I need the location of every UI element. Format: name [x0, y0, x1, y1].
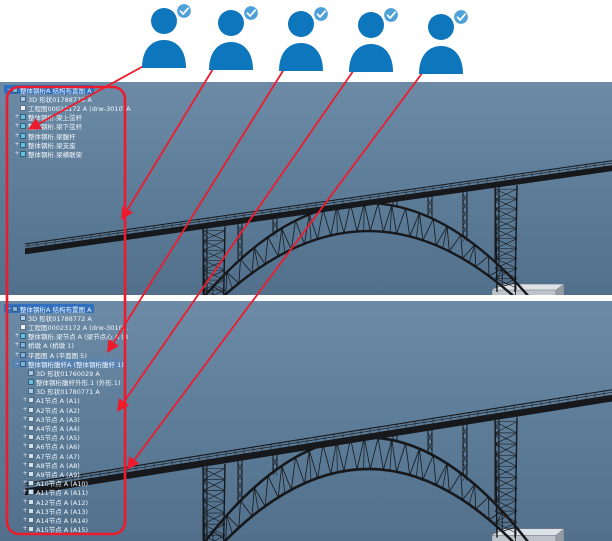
- reviewer-3: [276, 5, 330, 71]
- geometry-icon: [20, 333, 26, 340]
- reviewers-row: [0, 0, 612, 80]
- node-icon: [28, 516, 34, 523]
- geometry-icon: [20, 132, 26, 139]
- check-badge-icon: [242, 4, 260, 22]
- geometry-icon: [20, 114, 26, 121]
- reviewer-1: [139, 2, 193, 68]
- node-icon: [28, 507, 34, 514]
- reviewer-4: [346, 6, 400, 72]
- check-badge-icon: [452, 8, 470, 26]
- node-icon: [28, 470, 34, 477]
- node-icon: [28, 425, 34, 432]
- node-icon: [28, 434, 34, 441]
- node-icon: [28, 443, 34, 450]
- tree-item-label: 整体钢桁.梁横联架: [28, 150, 83, 159]
- shape-icon: [28, 388, 34, 395]
- product-icon: [12, 305, 18, 312]
- product-icon: [20, 351, 26, 358]
- shape-icon: [20, 95, 26, 102]
- node-icon: [28, 452, 34, 459]
- person-icon: [142, 8, 186, 68]
- geometry-icon: [20, 141, 26, 148]
- node-icon: [28, 498, 34, 505]
- tree-item-label: A15节点 A (A15): [36, 526, 89, 535]
- drawing-icon: [20, 323, 26, 330]
- check-badge-icon: [175, 2, 193, 20]
- product-icon: [20, 342, 26, 349]
- drawing-icon: [20, 104, 26, 111]
- tree-item[interactable]: +整体钢桁.梁横联架: [12, 149, 84, 159]
- check-badge-icon: [382, 6, 400, 24]
- node-icon: [28, 397, 34, 404]
- node-icon: [28, 415, 34, 422]
- reviewer-5: [416, 8, 470, 74]
- tree-item[interactable]: +A15节点 A (A15): [20, 525, 90, 535]
- check-badge-icon: [312, 5, 330, 23]
- geometry-icon: [20, 123, 26, 130]
- node-icon: [28, 480, 34, 487]
- person-icon: [349, 12, 393, 72]
- node-icon: [28, 489, 34, 496]
- product-icon: [20, 360, 26, 367]
- person-icon: [419, 14, 463, 74]
- reviewer-2: [206, 4, 260, 70]
- geometry-icon: [20, 150, 26, 157]
- node-icon: [28, 526, 34, 533]
- node-icon: [28, 406, 34, 413]
- shape-icon: [28, 369, 34, 376]
- person-icon: [209, 10, 253, 70]
- product-icon: [12, 86, 18, 93]
- shape-icon: [20, 314, 26, 321]
- person-icon: [279, 11, 323, 71]
- node-icon: [28, 461, 34, 468]
- geometry-icon: [28, 379, 34, 386]
